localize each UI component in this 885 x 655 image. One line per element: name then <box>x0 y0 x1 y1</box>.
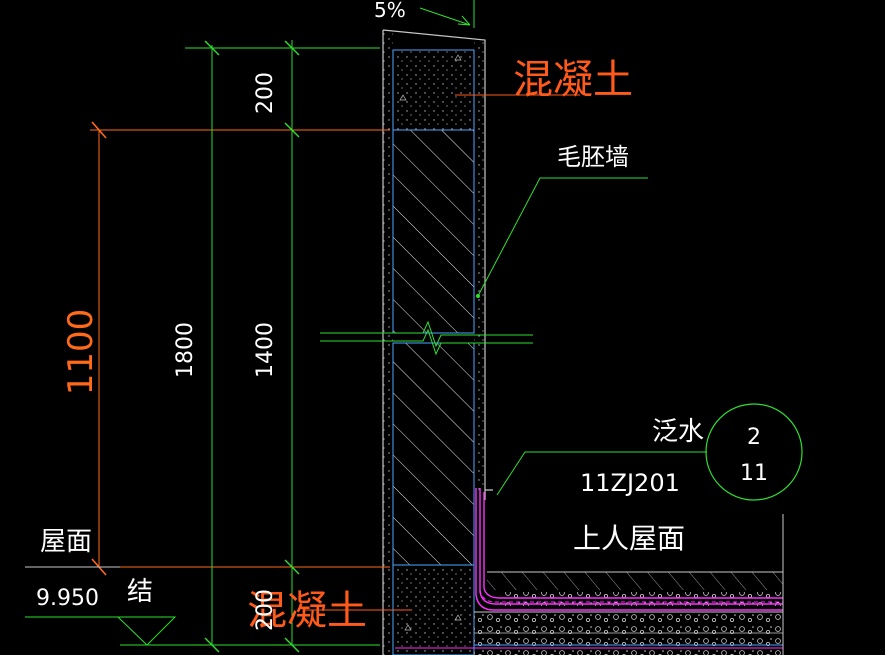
roof-slab-layer <box>474 614 783 655</box>
dimension-1100: 1100 <box>61 309 101 396</box>
concrete-cap <box>392 49 475 131</box>
leader-flashing <box>496 451 707 496</box>
leader-masonry <box>477 177 648 297</box>
roof-finish-layer <box>487 572 783 590</box>
dimension-200-bottom: 200 <box>253 589 278 631</box>
detail-index-circle <box>705 403 803 501</box>
roof-type-label: 上人屋面 <box>573 522 685 555</box>
detail-sheet: 11 <box>740 461 768 486</box>
roof-elevation-label: 9.950 <box>36 586 99 611</box>
flashing-label: 泛水 <box>652 417 704 447</box>
break-line <box>320 320 533 356</box>
dimension-lines <box>90 40 390 653</box>
concrete-bottom-label: 混凝土 <box>247 588 367 634</box>
roof-layers <box>395 488 784 655</box>
masonry-wall-label: 毛胚墙 <box>557 143 629 171</box>
elevation-marker <box>116 616 177 646</box>
atlas-code-label: 11ZJ201 <box>580 469 680 497</box>
plaster-left <box>383 32 393 655</box>
masonry-block-lower <box>392 342 475 566</box>
roof-level-label: 屋面 <box>40 527 92 557</box>
slope-arrow <box>419 7 471 26</box>
plaster-right <box>474 40 484 490</box>
dimension-1800: 1800 <box>173 322 198 378</box>
detail-number: 2 <box>747 425 761 450</box>
parapet-wall <box>320 0 533 655</box>
text-labels: 5% 混凝土 毛胚墙 泛水 2 11 11ZJ201 上人屋面 屋面 9.950… <box>36 0 768 634</box>
structure-label: 结 <box>127 577 153 607</box>
dimension-200-top: 200 <box>253 72 278 114</box>
dimension-1400: 1400 <box>253 322 278 378</box>
masonry-block-upper <box>392 129 475 334</box>
concrete-top-label: 混凝土 <box>513 57 633 103</box>
leaders <box>25 94 803 646</box>
slope-label: 5% <box>374 0 406 22</box>
